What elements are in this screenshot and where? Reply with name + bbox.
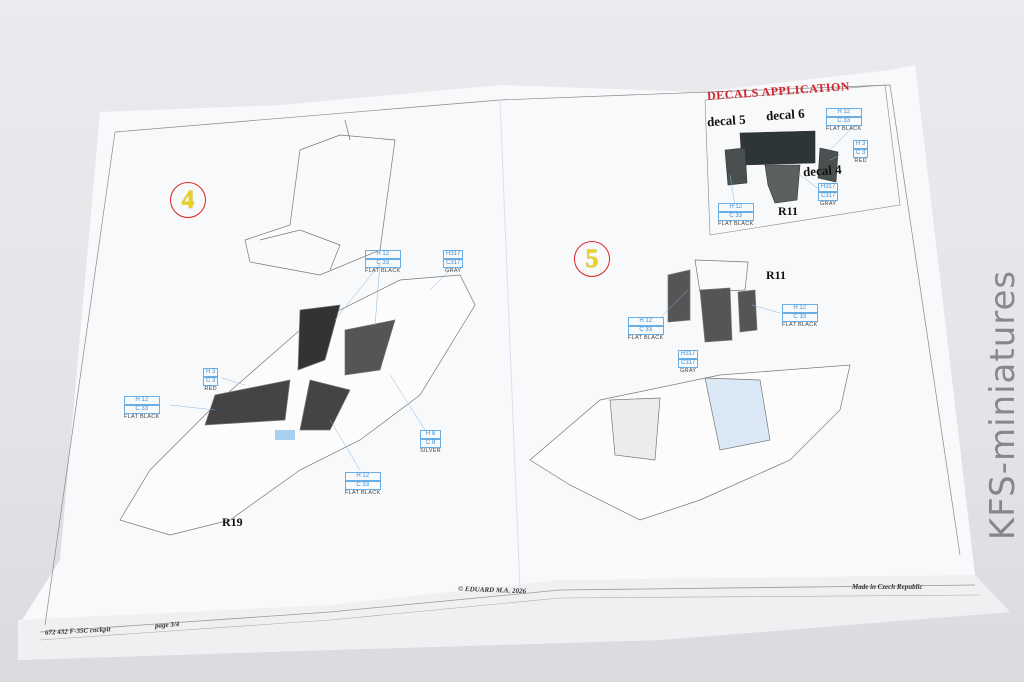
- paint-c-code: C 33: [826, 117, 862, 126]
- paint-h-code: H317: [818, 183, 839, 192]
- paint-c-code: C317: [443, 259, 464, 268]
- paint-c-code: C 33: [365, 259, 401, 268]
- paint-h-code: H 12: [782, 304, 818, 313]
- paint-h-code: H 12: [365, 250, 401, 259]
- paint-name: GRAY: [679, 368, 697, 374]
- paint-c-code: C 3: [203, 377, 219, 386]
- paint-c-code: C317: [678, 359, 699, 368]
- decal-6-label: decal 6: [765, 105, 806, 124]
- footer-page-number: page 3/4: [154, 620, 180, 630]
- paint-name: FLAT BLACK: [345, 490, 381, 496]
- paint-h-code: H 12: [628, 317, 664, 326]
- paint-h-code: H 3: [853, 140, 869, 149]
- paint-name: GRAY: [444, 268, 462, 274]
- paint-h-code: H 8: [420, 430, 441, 439]
- paint-name: SILVER: [420, 448, 441, 454]
- paint-c-code: C 33: [124, 405, 160, 414]
- paint-c-code: C 33: [628, 326, 664, 335]
- cockpit-tub-drawing: [119, 274, 476, 536]
- paint-c-code: C 33: [782, 313, 818, 322]
- part-r19: R19: [222, 515, 243, 529]
- watermark: KFS-miniatures: [983, 269, 1023, 541]
- paint-name: FLAT BLACK: [826, 126, 862, 132]
- paint-name: FLAT BLACK: [718, 221, 754, 227]
- paint-h-code: H 12: [718, 203, 754, 212]
- paint-h-code: H 12: [345, 472, 381, 481]
- instrument-panel-drawing: [667, 259, 758, 343]
- cockpit-tub-right-drawing: [529, 364, 851, 521]
- decal-4-label: decal 4: [802, 161, 843, 180]
- paint-c-code: C 33: [718, 212, 754, 221]
- paint-name: FLAT BLACK: [365, 268, 401, 274]
- paint-c-code: C 3: [853, 149, 869, 158]
- step-4-marker: 4: [170, 182, 206, 218]
- paint-name: GRAY: [819, 201, 837, 207]
- paint-c-code: C317: [818, 192, 839, 201]
- paint-name: RED: [854, 158, 867, 164]
- made-in-text: Made in Czech Republic: [852, 583, 923, 591]
- paint-h-code: H 3: [203, 368, 219, 377]
- paint-c-code: C 8: [420, 439, 441, 448]
- part-r11: R11: [766, 268, 787, 282]
- decal-5-label: decal 5: [706, 111, 747, 130]
- paint-name: FLAT BLACK: [628, 335, 664, 341]
- paint-name: FLAT BLACK: [124, 414, 160, 420]
- paint-h-code: H317: [443, 250, 464, 259]
- paint-h-code: H 12: [826, 108, 862, 117]
- paint-h-code: H317: [678, 350, 699, 359]
- step-5-marker: 5: [574, 241, 610, 277]
- paint-h-code: H 12: [124, 396, 160, 405]
- ejection-seat-drawing: [244, 119, 396, 276]
- decal-panel-drawing: [724, 130, 839, 204]
- part-r11-decal: R11: [778, 204, 799, 218]
- paint-c-code: C 33: [345, 481, 381, 490]
- paint-name: FLAT BLACK: [782, 322, 818, 328]
- paint-name: RED: [204, 386, 217, 392]
